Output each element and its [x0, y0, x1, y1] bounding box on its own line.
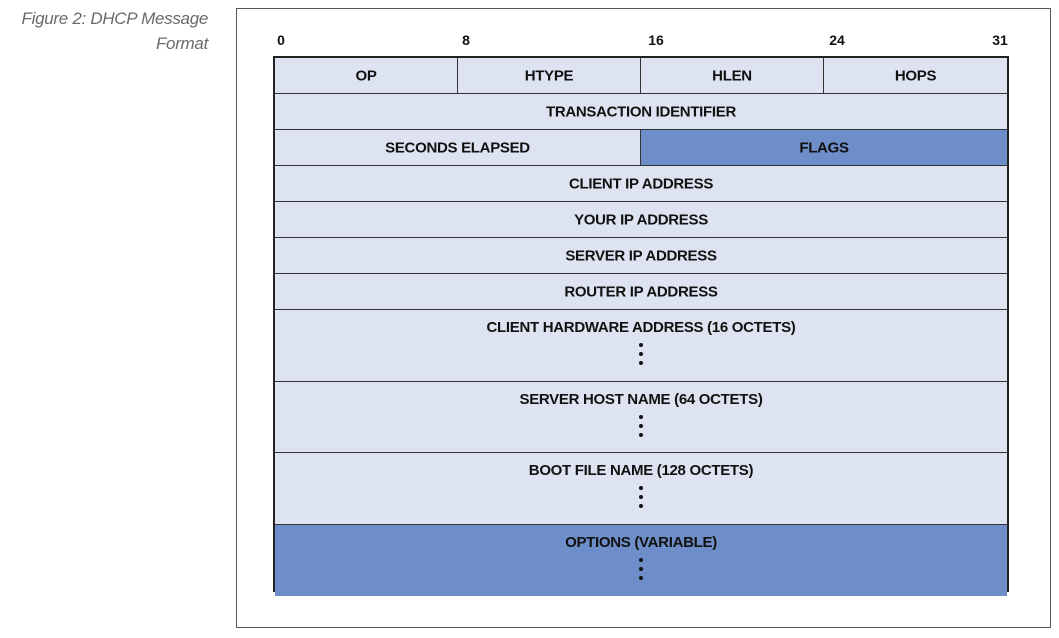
field-label: TRANSACTION IDENTIFIER	[545, 103, 737, 120]
bit-label-0: 0	[277, 32, 285, 48]
field-label: FLAGS	[799, 139, 849, 156]
bit-label-24: 24	[829, 32, 845, 48]
ellipsis-dot	[639, 486, 643, 490]
field-label: BOOT FILE NAME (128 OCTETS)	[528, 462, 754, 479]
field-client-ip-address: CLIENT IP ADDRESS	[275, 166, 1007, 202]
figure-caption: Figure 2: DHCP Message Format	[0, 6, 209, 56]
bit-label-8: 8	[462, 32, 470, 48]
caption-line-1: Figure 2: DHCP Message	[21, 9, 209, 28]
field-client-hardware-address-16-octets: CLIENT HARDWARE ADDRESS (16 OCTETS)	[275, 310, 1007, 382]
ellipsis-dot	[639, 504, 643, 508]
vertical-ellipsis-icon	[639, 486, 643, 512]
field-server-host-name-64-octets: SERVER HOST NAME (64 OCTETS)	[275, 381, 1007, 453]
field-label: SERVER HOST NAME (64 OCTETS)	[519, 390, 763, 408]
field-label: CLIENT IP ADDRESS	[568, 175, 714, 192]
field-label: HOPS	[894, 67, 937, 84]
field-label: OP	[355, 67, 377, 84]
field-server-ip-address: SERVER IP ADDRESS	[275, 238, 1007, 274]
ellipsis-dot	[639, 352, 643, 356]
field-options-variable: OPTIONS (VARIABLE)	[275, 524, 1007, 596]
field-op: OP	[275, 58, 458, 94]
field-your-ip-address: YOUR IP ADDRESS	[275, 202, 1007, 238]
ellipsis-dot	[639, 495, 643, 499]
ellipsis-dot	[639, 361, 643, 365]
field-seconds-elapsed: SECONDS ELAPSED	[275, 130, 641, 166]
field-hops: HOPS	[824, 58, 1007, 94]
field-router-ip-address: ROUTER IP ADDRESS	[275, 274, 1007, 310]
field-transaction-identifier: TRANSACTION IDENTIFIER	[275, 94, 1007, 130]
field-label: OPTIONS (VARIABLE)	[565, 533, 717, 551]
field-label: ROUTER IP ADDRESS	[564, 283, 718, 300]
ellipsis-dot	[639, 566, 643, 571]
field-boot-file-name-128-octets: BOOT FILE NAME (128 OCTETS)	[275, 453, 1007, 525]
field-htype: HTYPE	[458, 58, 641, 94]
bit-label-31: 31	[992, 32, 1008, 48]
vertical-ellipsis-icon	[639, 557, 643, 584]
field-label: HTYPE	[524, 67, 574, 84]
ellipsis-dot	[639, 414, 643, 419]
field-hlen: HLEN	[641, 58, 824, 94]
dhcp-message-format-table: OP HTYPE HLEN HOPS TRANSACTION IDENTIFIER SEC…	[273, 56, 1009, 596]
ellipsis-dot	[639, 557, 643, 562]
field-label: YOUR IP ADDRESS	[574, 211, 708, 228]
ellipsis-dot	[639, 423, 643, 428]
vertical-ellipsis-icon	[639, 414, 643, 441]
vertical-ellipsis-icon	[639, 343, 643, 369]
bit-label-16: 16	[648, 32, 664, 48]
caption-line-2: Format	[155, 34, 208, 53]
field-label: SERVER IP ADDRESS	[565, 247, 717, 264]
ellipsis-dot	[639, 432, 643, 437]
field-label: SECONDS ELAPSED	[385, 139, 530, 156]
field-label: CLIENT HARDWARE ADDRESS (16 OCTETS)	[486, 319, 796, 336]
ellipsis-dot	[639, 575, 643, 580]
field-label: HLEN	[712, 67, 752, 84]
ellipsis-dot	[639, 343, 643, 347]
field-flags: FLAGS	[641, 130, 1007, 166]
